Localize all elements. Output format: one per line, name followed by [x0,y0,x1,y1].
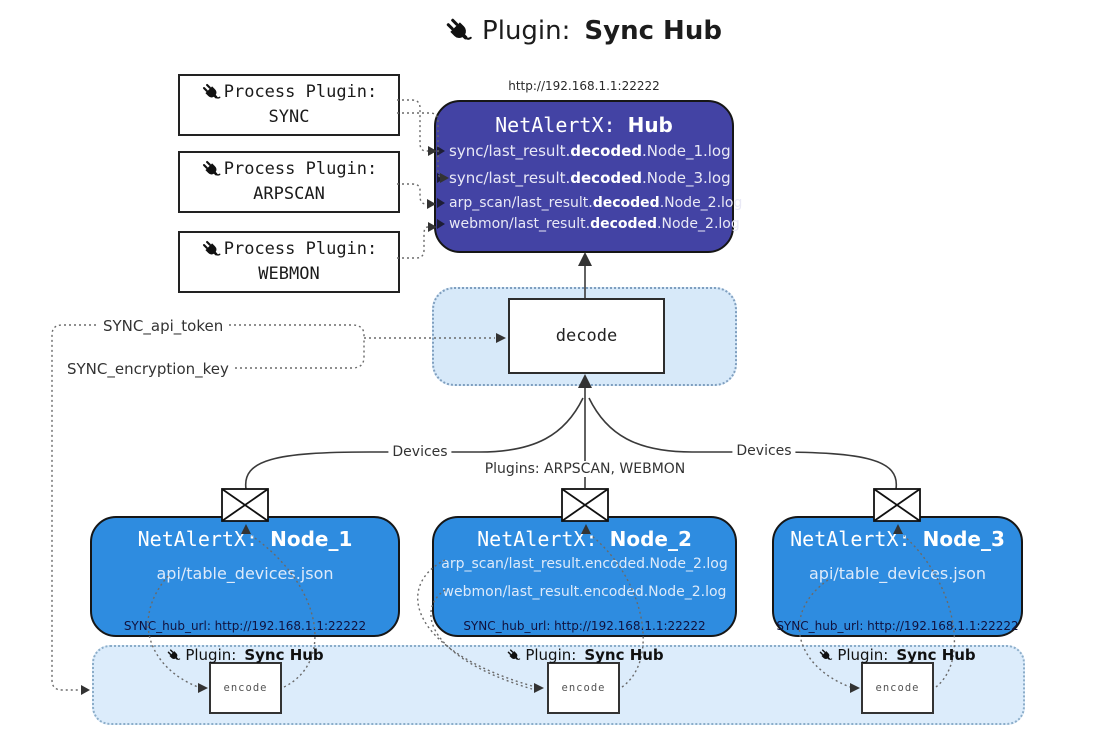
plug-icon [201,239,222,260]
node-hub-url: SYNC_hub_url: http://192.168.1.1:22222 [123,619,367,633]
encode-box-node-3: encode [861,662,934,714]
node-file-line: arp_scan/last_result.encoded.Node_2.log [441,556,728,572]
node-file-line: api/table_devices.json [156,564,334,583]
node-file-line: webmon/last_result.encoded.Node_2.log [442,584,727,600]
hub-box: NetAlertX: Hub sync/last_result.decoded.… [434,100,742,253]
process-plugin-label: Process Plugin: [223,239,378,260]
plug-icon [201,82,222,103]
title-name: Sync Hub [584,16,722,46]
plug-icon [166,648,181,663]
process-plugin-name: SYNC [268,107,310,127]
node-file-line: api/table_devices.json [808,564,986,583]
hub-title: NetAlertX: Hub [436,113,732,137]
hub-url: http://192.168.1.1:22222 [508,79,660,93]
plug-icon [818,648,833,663]
process-plugin-label: Process Plugin: [223,159,378,180]
node-2-box: NetAlertX: Node_2 arp_scan/last_result.e… [432,516,737,637]
arrow-right-icon [437,173,445,183]
node-1-box: NetAlertX: Node_1 api/table_devices.json… [90,516,400,637]
hub-log-line: sync/last_result.decoded.Node_3.log [437,169,731,187]
edge-label-devices-left: Devices [388,444,452,460]
node-title: NetAlertX: Node_1 [137,527,353,551]
node-title: NetAlertX: Node_2 [477,527,692,551]
node-3-box: NetAlertX: Node_3 api/table_devices.json… [772,516,1023,637]
hub-title-name: Hub [627,113,673,137]
encode-plugin-label: Plugin: Sync Hub [818,646,976,664]
plug-icon [444,16,474,46]
decode-box: decode [508,298,665,374]
node-hub-url: SYNC_hub_url: http://192.168.1.1:22222 [776,619,1019,633]
encode-plugin-label: Plugin: Sync Hub [166,646,324,664]
sync-api-token-label: SYNC_api_token [100,317,227,335]
arrow-right-icon [437,219,445,229]
process-plugin-name: ARPSCAN [253,184,325,204]
process-plugin-box-webmon: Process Plugin: WEBMON [178,231,400,293]
encode-box-node-1: encode [209,662,282,714]
edge-label-devices-right: Devices [732,443,796,459]
sync-encryption-key-label: SYNC_encryption_key [64,360,232,378]
hub-title-prefix: NetAlertX: [495,113,616,137]
page-title: Plugin: Sync Hub [403,16,763,46]
process-plugin-name: WEBMON [258,264,320,284]
hub-log-line: sync/last_result.decoded.Node_1.log [437,142,731,160]
process-plugin-label: Process Plugin: [223,82,378,103]
process-plugin-box-sync: Process Plugin: SYNC [178,74,400,136]
title-prefix: Plugin: [482,16,571,46]
encode-box-node-2: encode [547,662,620,714]
plug-icon [506,648,521,663]
encode-plugin-label: Plugin: Sync Hub [506,646,664,664]
arrow-right-icon [437,146,445,156]
hub-log-line: webmon/last_result.decoded.Node_2.log [437,216,740,232]
node-title: NetAlertX: Node_3 [790,527,1005,551]
arrow-right-icon [437,198,445,208]
process-plugin-box-arpscan: Process Plugin: ARPSCAN [178,151,400,213]
hub-log-line: arp_scan/last_result.decoded.Node_2.log [437,195,742,211]
plug-icon [201,159,222,180]
edge-label-plugins: Plugins: ARPSCAN, WEBMON [480,461,690,477]
node-hub-url: SYNC_hub_url: http://192.168.1.1:22222 [463,619,706,633]
